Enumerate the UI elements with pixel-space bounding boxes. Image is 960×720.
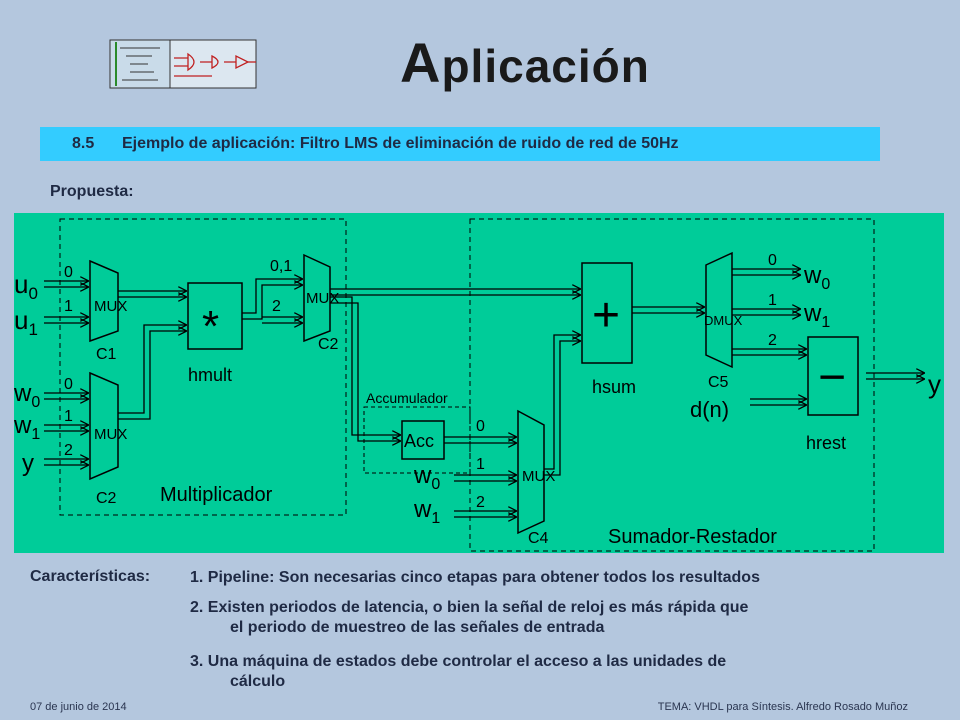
adder-region-label: Sumador-Restador: [608, 526, 777, 548]
section-title: Ejemplo de aplicación: Filtro LMS de eli…: [122, 135, 679, 152]
mux2-port-2: 2: [64, 442, 73, 459]
mux3-port-01: 0,1: [270, 258, 292, 275]
feature-item-2: 2. Existen periodos de latencia, o bien …: [190, 599, 749, 636]
mux3-ctrl: C2: [318, 336, 339, 353]
sub-block: [807, 336, 859, 416]
mux4-ctrl: C4: [528, 530, 549, 547]
mux1-ctrl: C1: [96, 346, 117, 363]
dmux-port-0: 0: [768, 252, 777, 269]
diagram-background: [14, 213, 944, 553]
dmux-port-2: 2: [768, 332, 777, 349]
acc-box: [401, 420, 445, 460]
multiplier-region-label: Multiplicador: [160, 484, 273, 506]
input-u1: u1: [14, 305, 38, 339]
acc-title: Accumulador: [366, 390, 448, 406]
mux1-port-0: 0: [64, 264, 73, 281]
output-w0: w0: [803, 262, 830, 293]
mux1-shape: [89, 259, 119, 343]
mux3-label: MUX: [306, 290, 339, 307]
input-y: y: [22, 450, 34, 477]
mux2-label: MUX: [94, 426, 127, 443]
input-u0: u0: [14, 269, 38, 303]
section-number: 8.5: [72, 135, 95, 152]
mux2-port-0: 0: [64, 376, 73, 393]
features-label: Características:: [30, 568, 151, 585]
mux4-shape: [517, 409, 545, 535]
footer-date: 07 de junio de 2014: [30, 701, 127, 713]
dmux-label: DMUX: [704, 313, 743, 328]
feature-item-1: 1. Pipeline: Son necesarias cinco etapas…: [190, 569, 760, 586]
sum-symbol: +: [592, 289, 620, 342]
mux4-port-2: 2: [476, 494, 485, 511]
lms-filter-diagram: Multiplicador Sumador-Restador MUX C1 0 …: [14, 213, 944, 553]
input-dn: d(n): [690, 397, 729, 422]
multiplier-name: hmult: [188, 365, 232, 385]
input-w1-b: w1: [413, 496, 440, 527]
dmux-port-1: 1: [768, 292, 777, 309]
mux2-ctrl: C2: [96, 490, 117, 507]
mux3-shape: [303, 253, 331, 343]
output-y: y: [928, 369, 941, 399]
mux4-port-1: 1: [476, 456, 485, 473]
mux4-port-0: 0: [476, 418, 485, 435]
acc-region: [363, 406, 471, 474]
mux2-port-1: 1: [64, 408, 73, 425]
dmux-shape: [705, 251, 733, 369]
multiplier-symbol: *: [202, 302, 219, 351]
mux3-port-2: 2: [272, 298, 281, 315]
mux2-shape: [89, 371, 119, 481]
mux1-port-1: 1: [64, 298, 73, 315]
sub-symbol: −: [818, 351, 846, 404]
mux4-label: MUX: [522, 468, 555, 485]
dmux-ctrl: C5: [708, 374, 729, 391]
section-header: 8.5 Ejemplo de aplicación: Filtro LMS de…: [40, 127, 880, 161]
adder-region: [469, 218, 875, 552]
sum-name: hsum: [592, 377, 636, 397]
mux1-label: MUX: [94, 298, 127, 315]
multiplier-block: [187, 282, 243, 350]
proposal-label: Propuesta:: [50, 183, 134, 200]
page-title: Aplicación: [400, 31, 650, 94]
sub-name: hrest: [806, 433, 846, 453]
input-w1: w1: [14, 412, 40, 443]
input-w0-b: w0: [413, 462, 440, 493]
acc-label: Acc: [404, 431, 434, 451]
feature-item-3: 3. Una máquina de estados debe controlar…: [190, 653, 727, 690]
output-w1: w1: [803, 300, 830, 331]
footer-topic: TEMA: VHDL para Síntesis. Alfredo Rosado…: [657, 701, 908, 713]
input-w0: w0: [14, 380, 40, 411]
multiplier-region: [59, 218, 347, 516]
sketch-logo: [109, 39, 257, 89]
